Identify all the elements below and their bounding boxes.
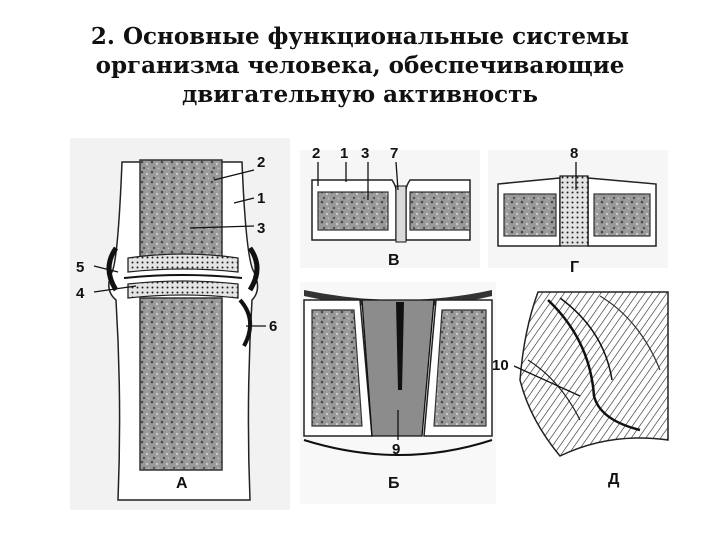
label-b-9: 9 [392,441,400,458]
bone-right-g [594,194,650,236]
bone-right-v [410,192,470,230]
bone-left-g [504,194,556,236]
label-g-8: 8 [570,145,578,162]
label-a-4: 4 [76,285,85,302]
label-v-7: 7 [390,145,398,162]
bone-right-b [434,310,486,426]
label-d-10: 10 [492,357,509,374]
label-v-1: 1 [340,145,348,162]
upper-articular-cartilage [128,254,238,272]
caption-g: Г [570,259,579,276]
panel-d-tissue: 10 Д [492,292,668,488]
label-a-3: 3 [257,220,265,237]
label-a-2: 2 [257,154,265,171]
bone-left-v [318,192,388,230]
bone-left-b [312,310,362,426]
caption-b: Б [388,475,400,492]
fibrous-tissue [396,186,406,242]
cartilage-disc [560,176,588,246]
label-a-5: 5 [76,259,84,276]
panel-v-fibrous-joint: 2 1 3 7 В [300,145,480,269]
caption-v: В [388,252,400,269]
caption-a: А [176,475,188,492]
label-v-2: 2 [312,145,320,162]
panel-a-synovial-joint: 2 1 3 5 4 6 А [70,138,290,510]
label-a-1: 1 [257,190,265,207]
lower-articular-cartilage [128,281,238,298]
tissue-section [520,292,668,456]
upper-bone-epiphysis [140,160,222,258]
lower-bone-epiphysis [140,298,222,470]
label-v-3: 3 [361,145,369,162]
caption-d: Д [608,471,620,488]
label-a-6: 6 [269,318,277,335]
panel-b-joint: 9 Б [300,282,496,504]
panel-g-cartilaginous-joint: 8 Г [488,145,668,276]
